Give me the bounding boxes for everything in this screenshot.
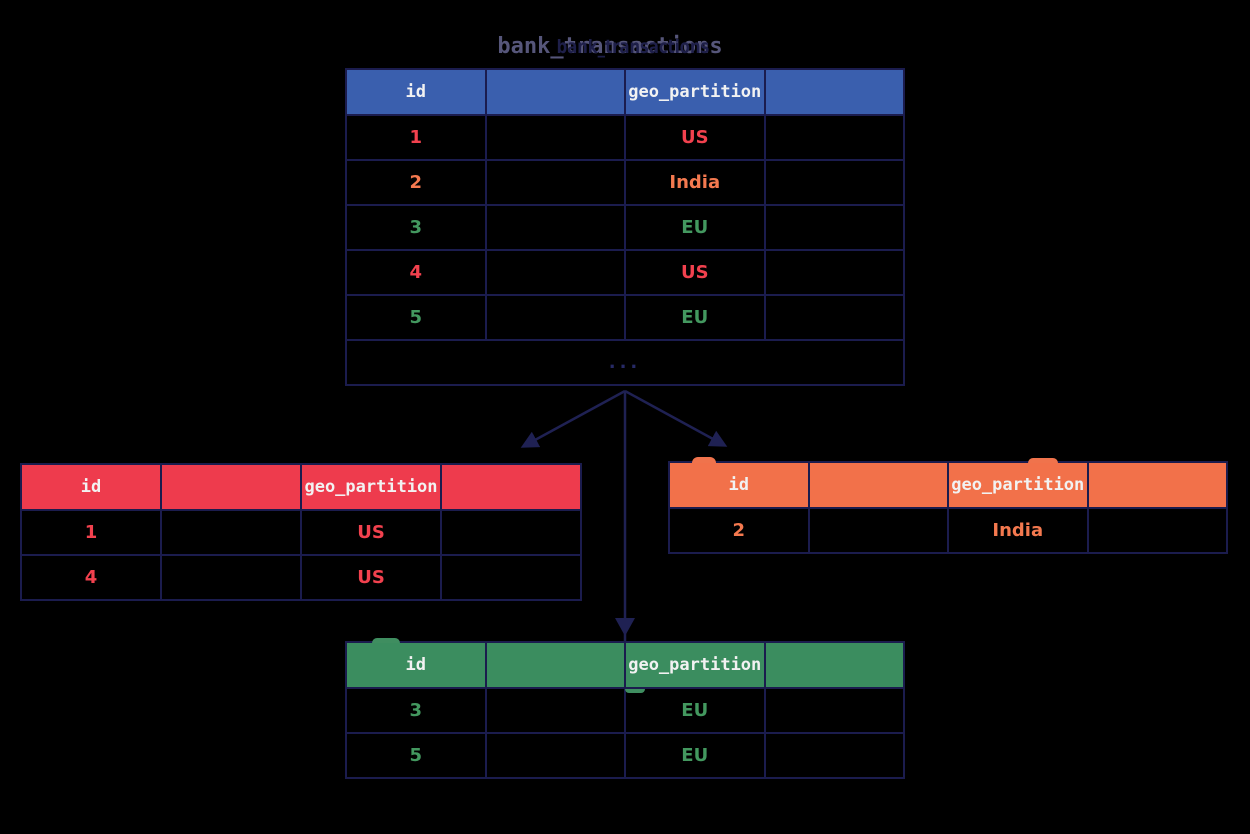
- cell-empty: [763, 249, 905, 296]
- cell-empty: [484, 204, 626, 251]
- table-header-row: id geo_partition: [345, 641, 905, 689]
- cell-id: 1: [345, 114, 487, 161]
- cell-id: 2: [345, 159, 487, 206]
- cell-geo: US: [624, 114, 766, 161]
- cell-empty: [440, 509, 582, 556]
- column-header-empty: [763, 641, 905, 689]
- cell-id: 4: [345, 249, 487, 296]
- cell-empty: [484, 249, 626, 296]
- cell-empty: [440, 554, 582, 601]
- table-row: 1 US: [345, 114, 905, 161]
- cell-empty: [763, 687, 905, 734]
- column-header-empty: [440, 463, 582, 511]
- table-header-row: id geo_partition: [20, 463, 582, 511]
- cell-id: 1: [20, 509, 162, 556]
- column-header-id: id: [668, 461, 810, 509]
- table-row: 5 EU: [345, 294, 905, 341]
- cell-geo: EU: [624, 687, 766, 734]
- cell-id: 2: [668, 507, 810, 554]
- cell-id: 5: [345, 732, 487, 779]
- cell-geo: EU: [624, 294, 766, 341]
- cell-empty: [763, 294, 905, 341]
- table-row: 3 EU: [345, 687, 905, 734]
- cell-empty: [484, 159, 626, 206]
- cell-empty: [1086, 507, 1228, 554]
- table-row: 2 India: [668, 507, 1228, 554]
- cell-empty: [160, 509, 302, 556]
- table-row: 5 EU: [345, 732, 905, 779]
- cell-empty: [484, 732, 626, 779]
- emoji-fragment-icon: [692, 457, 716, 463]
- cell-geo: EU: [624, 204, 766, 251]
- india-partition-table: id geo_partition 2 India: [668, 461, 1228, 554]
- column-header-empty: [484, 641, 626, 689]
- cell-id: 5: [345, 294, 487, 341]
- eu-partition-table: id geo_partition 3 EU 5 EU: [345, 641, 905, 779]
- cell-empty: [484, 114, 626, 161]
- column-header-empty: [484, 68, 626, 116]
- cell-empty: [763, 114, 905, 161]
- table-title-shadow: bank_transactions: [556, 36, 710, 58]
- main-table: id geo_partition 1 US 2 India 3 EU 4 US: [345, 68, 905, 386]
- cell-id: 3: [345, 204, 487, 251]
- cell-empty: [484, 294, 626, 341]
- cell-geo: India: [947, 507, 1089, 554]
- cell-id: 4: [20, 554, 162, 601]
- column-header-empty: [160, 463, 302, 511]
- arrow-to-india: [624, 389, 728, 447]
- cell-geo: US: [624, 249, 766, 296]
- column-header-empty: [807, 461, 949, 509]
- column-header-id: id: [345, 641, 487, 689]
- cell-empty: [763, 159, 905, 206]
- cell-geo: EU: [624, 732, 766, 779]
- column-header-geo-partition: geo_partition: [947, 461, 1089, 509]
- us-partition-table: id geo_partition 1 US 4 US: [20, 463, 582, 601]
- ellipsis-text: ...: [345, 339, 905, 386]
- cell-geo: US: [300, 509, 442, 556]
- arrow-to-us: [520, 389, 626, 448]
- cell-empty: [160, 554, 302, 601]
- emoji-fragment-icon: [625, 689, 645, 693]
- table-header-row: id geo_partition: [345, 68, 905, 116]
- cell-geo: India: [624, 159, 766, 206]
- column-header-id: id: [20, 463, 162, 511]
- emoji-fragment-icon: [1028, 458, 1058, 463]
- cell-empty: [484, 687, 626, 734]
- emoji-fragment-icon: [372, 638, 400, 643]
- column-header-empty: [763, 68, 905, 116]
- column-header-id: id: [345, 68, 487, 116]
- table-row: 3 EU: [345, 204, 905, 251]
- column-header-geo-partition: geo_partition: [624, 641, 766, 689]
- arrow-to-eu-head: [615, 618, 635, 636]
- cell-empty: [763, 204, 905, 251]
- table-title: bank_transactions: [497, 34, 723, 59]
- table-row: 1 US: [20, 509, 582, 556]
- table-row: 4 US: [20, 554, 582, 601]
- table-header-row: id geo_partition: [668, 461, 1228, 509]
- column-header-geo-partition: geo_partition: [624, 68, 766, 116]
- cell-geo: US: [300, 554, 442, 601]
- cell-empty: [763, 732, 905, 779]
- ellipsis-row: ...: [345, 339, 905, 386]
- table-row: 4 US: [345, 249, 905, 296]
- cell-id: 3: [345, 687, 487, 734]
- table-row: 2 India: [345, 159, 905, 206]
- column-header-empty: [1086, 461, 1228, 509]
- column-header-geo-partition: geo_partition: [300, 463, 442, 511]
- cell-empty: [807, 507, 949, 554]
